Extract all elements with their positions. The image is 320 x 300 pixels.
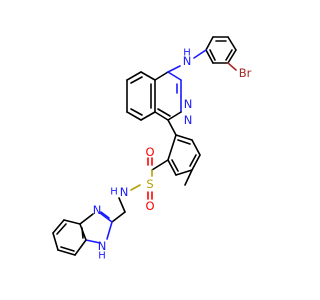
structure-svg: N H Br N N S O O N H N N H bbox=[52, 36, 252, 262]
aryl-nh-bond bbox=[193, 49, 207, 59]
tolyl-ring bbox=[167, 134, 201, 176]
molecule-diagram: N H Br N N S O O N H N N H bbox=[52, 36, 252, 262]
methyl-bond bbox=[184, 169, 193, 186]
amine-h-label: H bbox=[183, 48, 191, 59]
oxygen-2-label: O bbox=[145, 199, 154, 213]
phthalazine-n1-label: N bbox=[184, 97, 193, 111]
bromophenyl-ring bbox=[205, 36, 237, 64]
s-n-bond bbox=[130, 184, 141, 191]
benzimidazole-nh-n-label: N bbox=[98, 239, 107, 253]
oxygen-1-label: O bbox=[145, 145, 154, 159]
ch2-imidazole-bond bbox=[111, 211, 126, 223]
aryl-s-bond bbox=[151, 159, 169, 171]
sulfonamide-h-label: H bbox=[110, 187, 118, 198]
amine-n-label: N bbox=[183, 54, 192, 68]
phthalazine-ring bbox=[154, 71, 182, 121]
phthalazine-tolyl-bond bbox=[167, 119, 177, 136]
c-br-bond bbox=[227, 62, 237, 71]
nh-phthalazine-bond bbox=[167, 65, 181, 73]
bromine-label: Br bbox=[239, 66, 252, 80]
benzimidazole-nh-h-label: H bbox=[98, 251, 106, 262]
sulfonamide-n-label: N bbox=[120, 185, 129, 199]
n-ch2-bond bbox=[118, 197, 126, 213]
phthalazine-n2-label: N bbox=[184, 113, 193, 127]
benzimidazole-n-label: N bbox=[93, 203, 102, 217]
benzimidazole-benzo-ring bbox=[52, 219, 87, 256]
sulfur-label: S bbox=[146, 177, 153, 191]
benzo-ring bbox=[126, 71, 156, 121]
